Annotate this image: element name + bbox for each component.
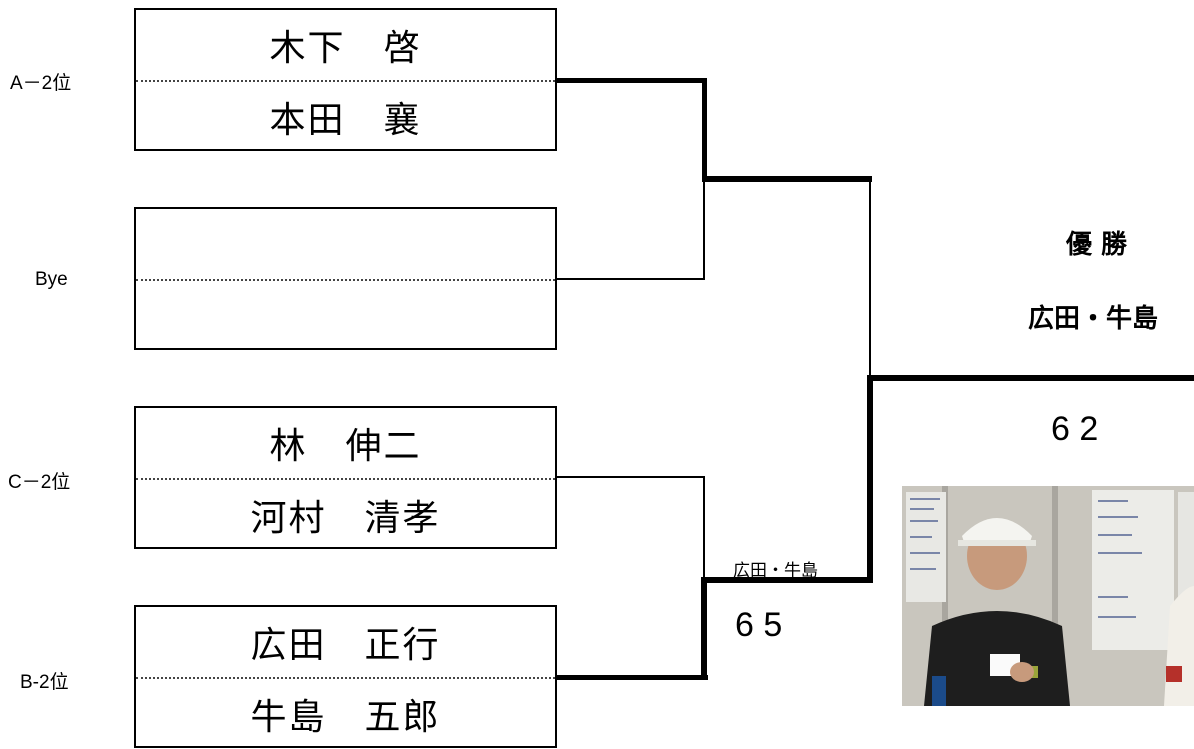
bracket-line xyxy=(702,176,872,182)
pair-box-2 xyxy=(134,207,557,350)
winners-photo xyxy=(902,486,1194,706)
bracket-line xyxy=(557,476,705,478)
player-name: 木下 啓 xyxy=(269,28,422,69)
bracket-line xyxy=(703,476,705,582)
bracket-line xyxy=(557,278,705,280)
pair-box-1: 木下 啓 本田 襄 xyxy=(134,8,557,151)
player-name: 河村 清孝 xyxy=(250,498,441,539)
bracket-line xyxy=(701,578,707,680)
pair-box-4: 広田 正行 牛島 五郎 xyxy=(134,605,557,748)
pair-divider xyxy=(136,279,555,281)
seed-label-a2: A－2位 xyxy=(10,73,72,94)
pair-divider xyxy=(136,677,555,679)
bracket-line xyxy=(701,577,873,583)
player-name: 牛島 五郎 xyxy=(250,697,441,738)
bracket-line xyxy=(557,675,708,680)
champion-name: 広田・牛島 xyxy=(1028,304,1159,334)
player-name xyxy=(136,281,555,351)
final-score: 6 2 xyxy=(1051,410,1099,448)
player-name: 広田 正行 xyxy=(250,625,441,666)
final-line xyxy=(867,375,1194,381)
player-name: 林 伸二 xyxy=(269,426,422,467)
semifinal-winner: 広田・牛島 xyxy=(733,561,818,581)
pair-divider xyxy=(136,80,555,82)
bracket-line xyxy=(703,180,705,280)
champion-title: 優 勝 xyxy=(1066,230,1128,260)
semifinal-score: 6 5 xyxy=(735,606,783,644)
seed-label-b2: B-2位 xyxy=(20,672,69,693)
bracket-line xyxy=(869,176,871,381)
player-name xyxy=(136,209,555,279)
seed-label-bye: Bye xyxy=(35,269,68,290)
bracket-line xyxy=(867,375,873,583)
player-name: 本田 襄 xyxy=(269,100,422,141)
bracket-line xyxy=(557,78,707,83)
pair-divider xyxy=(136,478,555,480)
winners-photo-illustration xyxy=(902,486,1194,706)
seed-label-c2: C－2位 xyxy=(8,472,71,493)
pair-box-3: 林 伸二 河村 清孝 xyxy=(134,406,557,549)
bracket-line xyxy=(702,78,707,182)
